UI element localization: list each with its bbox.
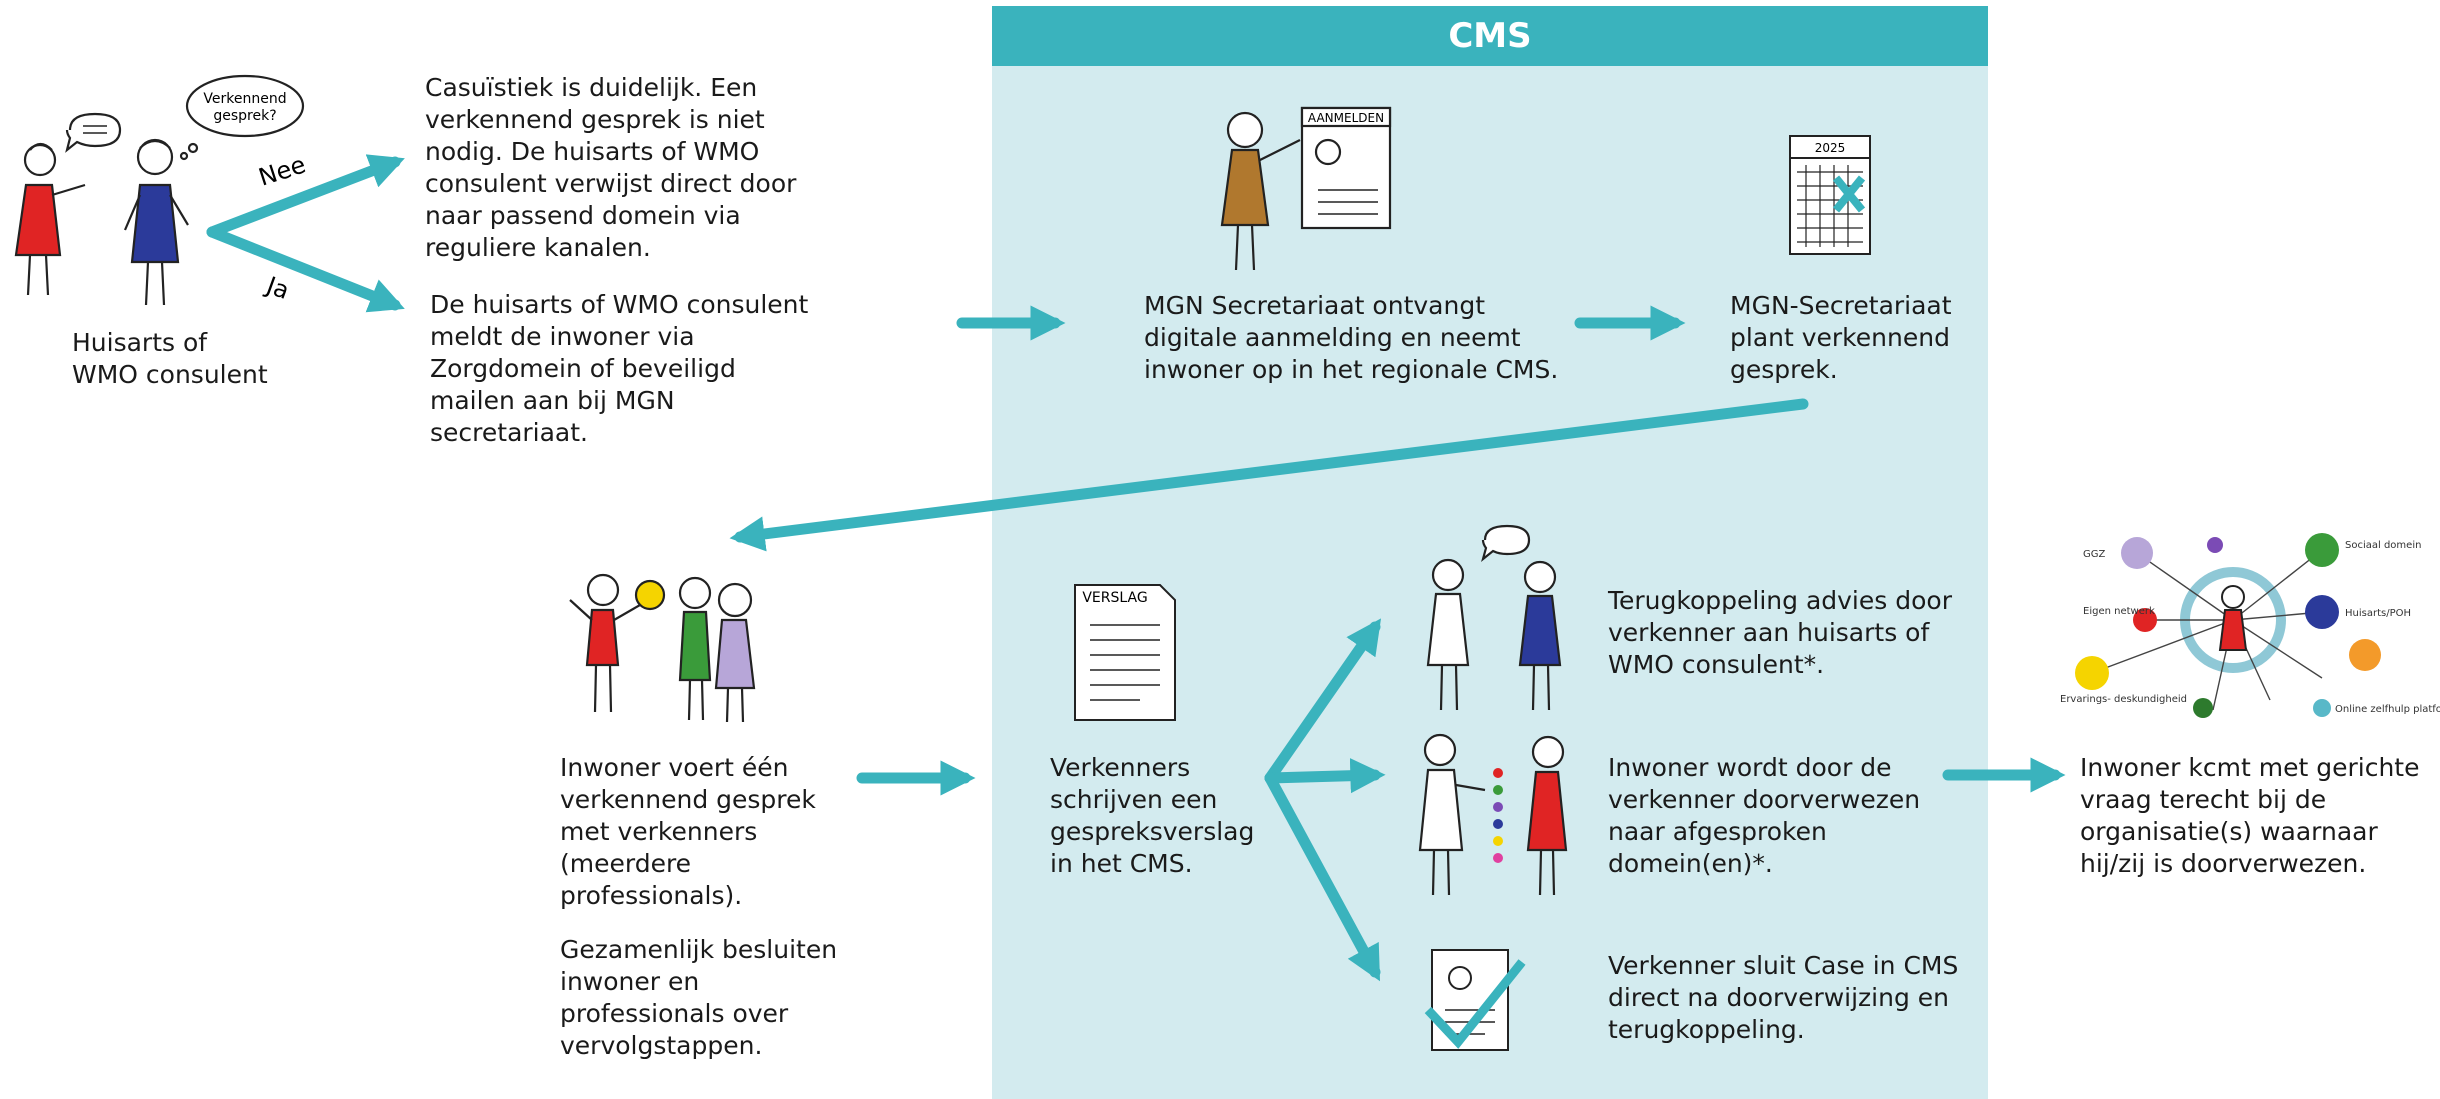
network-label-huisarts: Huisarts/POH <box>2345 608 2411 619</box>
text-inwoner-gesprek: Inwoner voert één verkennend gesprek met… <box>560 753 816 910</box>
text-gezamenlijk: Gezamenlijk besluiten inwoner en profess… <box>560 935 838 1060</box>
label-nee: Nee <box>255 150 309 191</box>
network-illustration <box>2075 533 2381 718</box>
bubble-text-line2: gesprek? <box>213 108 276 124</box>
arrow-nee <box>206 154 405 238</box>
network-label-sociaal: Sociaal domein <box>2345 540 2421 551</box>
bubble-text-line1: Verkennend <box>203 91 286 107</box>
branch-arrows <box>206 154 405 313</box>
calendar-year: 2025 <box>1815 141 1846 155</box>
network-label-online: Online zelfhulp platform <box>2335 704 2440 715</box>
aanmelden-label: AANMELDEN <box>1308 111 1384 125</box>
calendar-illustration <box>1789 135 1871 255</box>
verslag-illustration <box>1074 584 1176 721</box>
text-verkenners-schrijven: Verkenners schrijven een gespreksverslag… <box>1050 753 1255 878</box>
aanmelden-illustration <box>1220 106 1392 271</box>
text-mgn-plant: MGN-Secretariaat plant verkennend gespre… <box>1730 291 1952 384</box>
network-label-eigen: Eigen netwerk <box>2083 606 2155 617</box>
text-sluit-case: Verkenner sluit Case in CMS direct na do… <box>1608 951 1959 1044</box>
text-mgn-ontvangt: MGN Secretariaat ontvangt digitale aanme… <box>1144 291 1559 384</box>
label-ja: Ja <box>261 271 293 305</box>
terugkoppeling-illustration <box>1426 524 1562 711</box>
text-komt-met: Inwoner kcmt met gerichte vraag terecht … <box>2080 753 2420 878</box>
text-nee: Casuïstiek is duidelijk. Een verkennend … <box>425 73 797 262</box>
cms-header: CMS <box>992 6 1988 66</box>
verslag-label: VERSLAG <box>1082 590 1147 606</box>
network-label-ervaring: Ervarings- deskundigheid <box>2060 694 2187 705</box>
arrow-to-inwoner <box>729 398 1809 552</box>
text-terugkoppeling: Terugkoppeling advies door verkenner aan… <box>1608 586 1952 679</box>
group-illustration <box>569 573 756 723</box>
arrow-ja <box>206 226 405 313</box>
doorverwezen-illustration <box>1418 733 1568 896</box>
huisarts-figures <box>14 74 305 306</box>
sluit-case-illustration <box>1424 949 1526 1051</box>
text-ja: De huisarts of WMO consulent meldt de in… <box>430 290 809 447</box>
arrow-to-terugkoppeling <box>1264 618 1382 784</box>
text-huisarts: Huisarts of WMO consulent <box>72 328 268 389</box>
arrow-to-doorverwezen <box>1264 758 1386 794</box>
network-label-ggz: GGZ <box>2083 549 2105 560</box>
text-doorverwezen: Inwoner wordt door de verkenner doorverw… <box>1608 753 1921 878</box>
network-labels: GGZ Sociaal domein Eigen netwerk Huisart… <box>2060 540 2440 715</box>
domain-dots <box>1493 768 1503 863</box>
arrow-to-sluit <box>1264 772 1381 982</box>
